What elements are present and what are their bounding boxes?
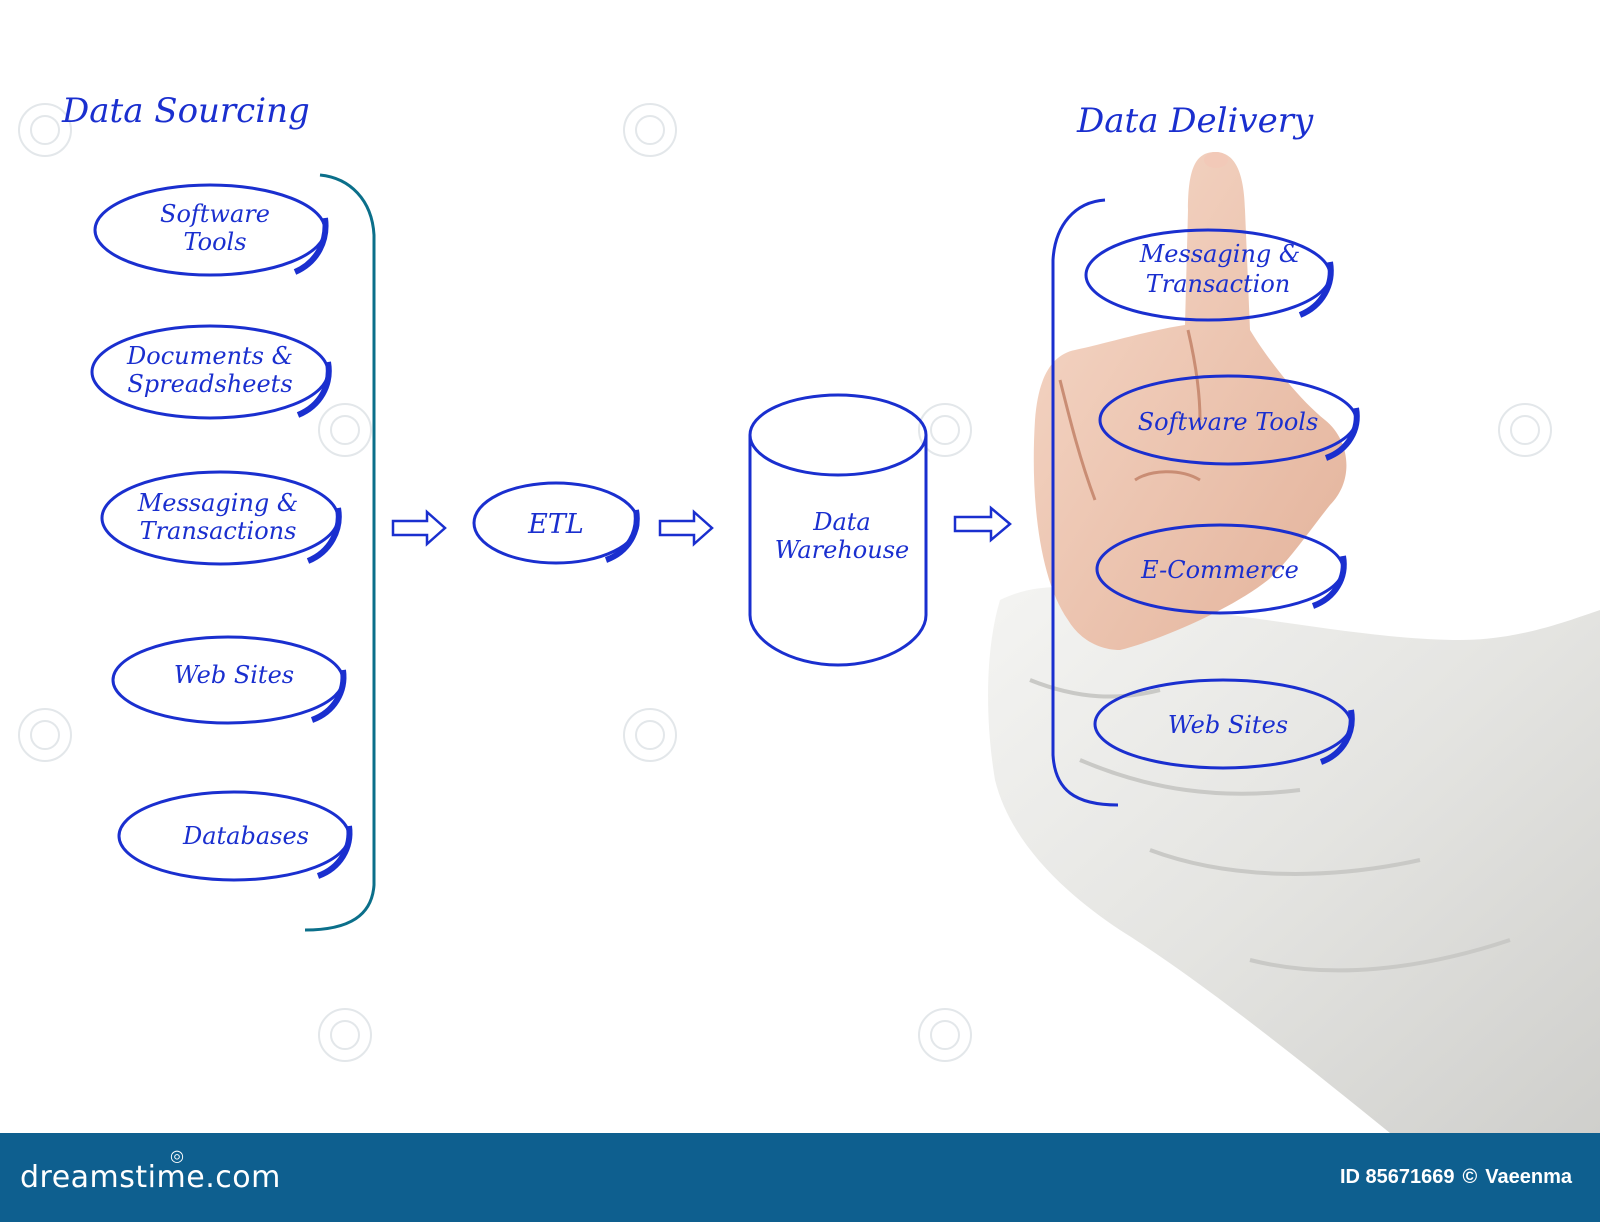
sourcing-bracket: [304, 173, 376, 932]
sourcing-item: Software Tools: [93, 183, 329, 277]
image-id: ID 85671669: [1339, 1166, 1455, 1188]
flow-arrow: [391, 509, 447, 547]
sourcing-item-label: Databases: [182, 822, 309, 850]
sourcing-item-label: Tools: [183, 228, 246, 256]
copyright-symbol: ©: [1462, 1166, 1478, 1188]
etl-node: ETL: [472, 481, 640, 565]
delivery-item-label: Transaction: [1146, 270, 1291, 298]
spiral-icon: ◎: [170, 1146, 185, 1165]
delivery-item-label: Web Sites: [1168, 711, 1288, 739]
sleeve-folds: [1029, 678, 1511, 973]
sourcing-item: Web Sites: [111, 635, 347, 725]
diagram-canvas: Data Sourcing Data Delivery Software Too…: [18, 91, 1600, 1133]
flow-arrow: [953, 505, 1012, 543]
sourcing-item-label: Transactions: [140, 517, 297, 545]
warehouse-label: Data: [812, 508, 871, 536]
sourcing-item: Databases: [117, 790, 353, 882]
delivery-item-label: Software Tools: [1138, 408, 1319, 436]
etl-label: ETL: [527, 509, 584, 540]
author-name: Vaeenma: [1485, 1166, 1572, 1188]
sleeve: [988, 587, 1600, 1133]
delivery-item-label: Messaging &: [1139, 240, 1301, 268]
flow-arrow: [658, 509, 714, 547]
sourcing-item: Messaging & Transactions: [100, 470, 342, 566]
data-flow-diagram: Data Sourcing Data Delivery Software Too…: [18, 91, 1600, 1133]
warehouse-label: Warehouse: [775, 536, 909, 564]
delivery-bracket: [1051, 198, 1119, 807]
delivery-title: Data Delivery: [1076, 101, 1314, 141]
delivery-item: Web Sites: [1093, 678, 1355, 770]
sourcing-item-label: Documents &: [126, 342, 293, 370]
brand-logo: dreamstime.com ◎: [20, 1146, 281, 1195]
pointing-hand-illustration: [988, 152, 1600, 1133]
delivery-item-label: E-Commerce: [1140, 556, 1299, 584]
delivery-item: Software Tools: [1098, 374, 1360, 466]
knuckle-lines: [1058, 329, 1202, 501]
fingernail: [1204, 152, 1228, 168]
sourcing-item-label: Messaging &: [137, 489, 299, 517]
stock-footer-bar: dreamstime.com ◎ ID 85671669 © Vaeenma: [0, 1133, 1600, 1222]
sourcing-item-label: Spreadsheets: [127, 370, 292, 398]
data-warehouse-node: Data Warehouse: [748, 393, 928, 667]
sourcing-item-label: Web Sites: [174, 661, 294, 689]
delivery-item: E-Commerce: [1095, 523, 1347, 615]
sourcing-item-label: Software: [160, 200, 270, 228]
brand-text: dreamstime.com: [20, 1160, 281, 1195]
delivery-item: Messaging & Transaction: [1084, 228, 1334, 322]
image-credit: ID 85671669 © Vaeenma: [1340, 1166, 1572, 1189]
sourcing-title: Data Sourcing: [61, 91, 310, 131]
sourcing-item: Documents & Spreadsheets: [90, 324, 332, 420]
hand: [1033, 152, 1347, 650]
